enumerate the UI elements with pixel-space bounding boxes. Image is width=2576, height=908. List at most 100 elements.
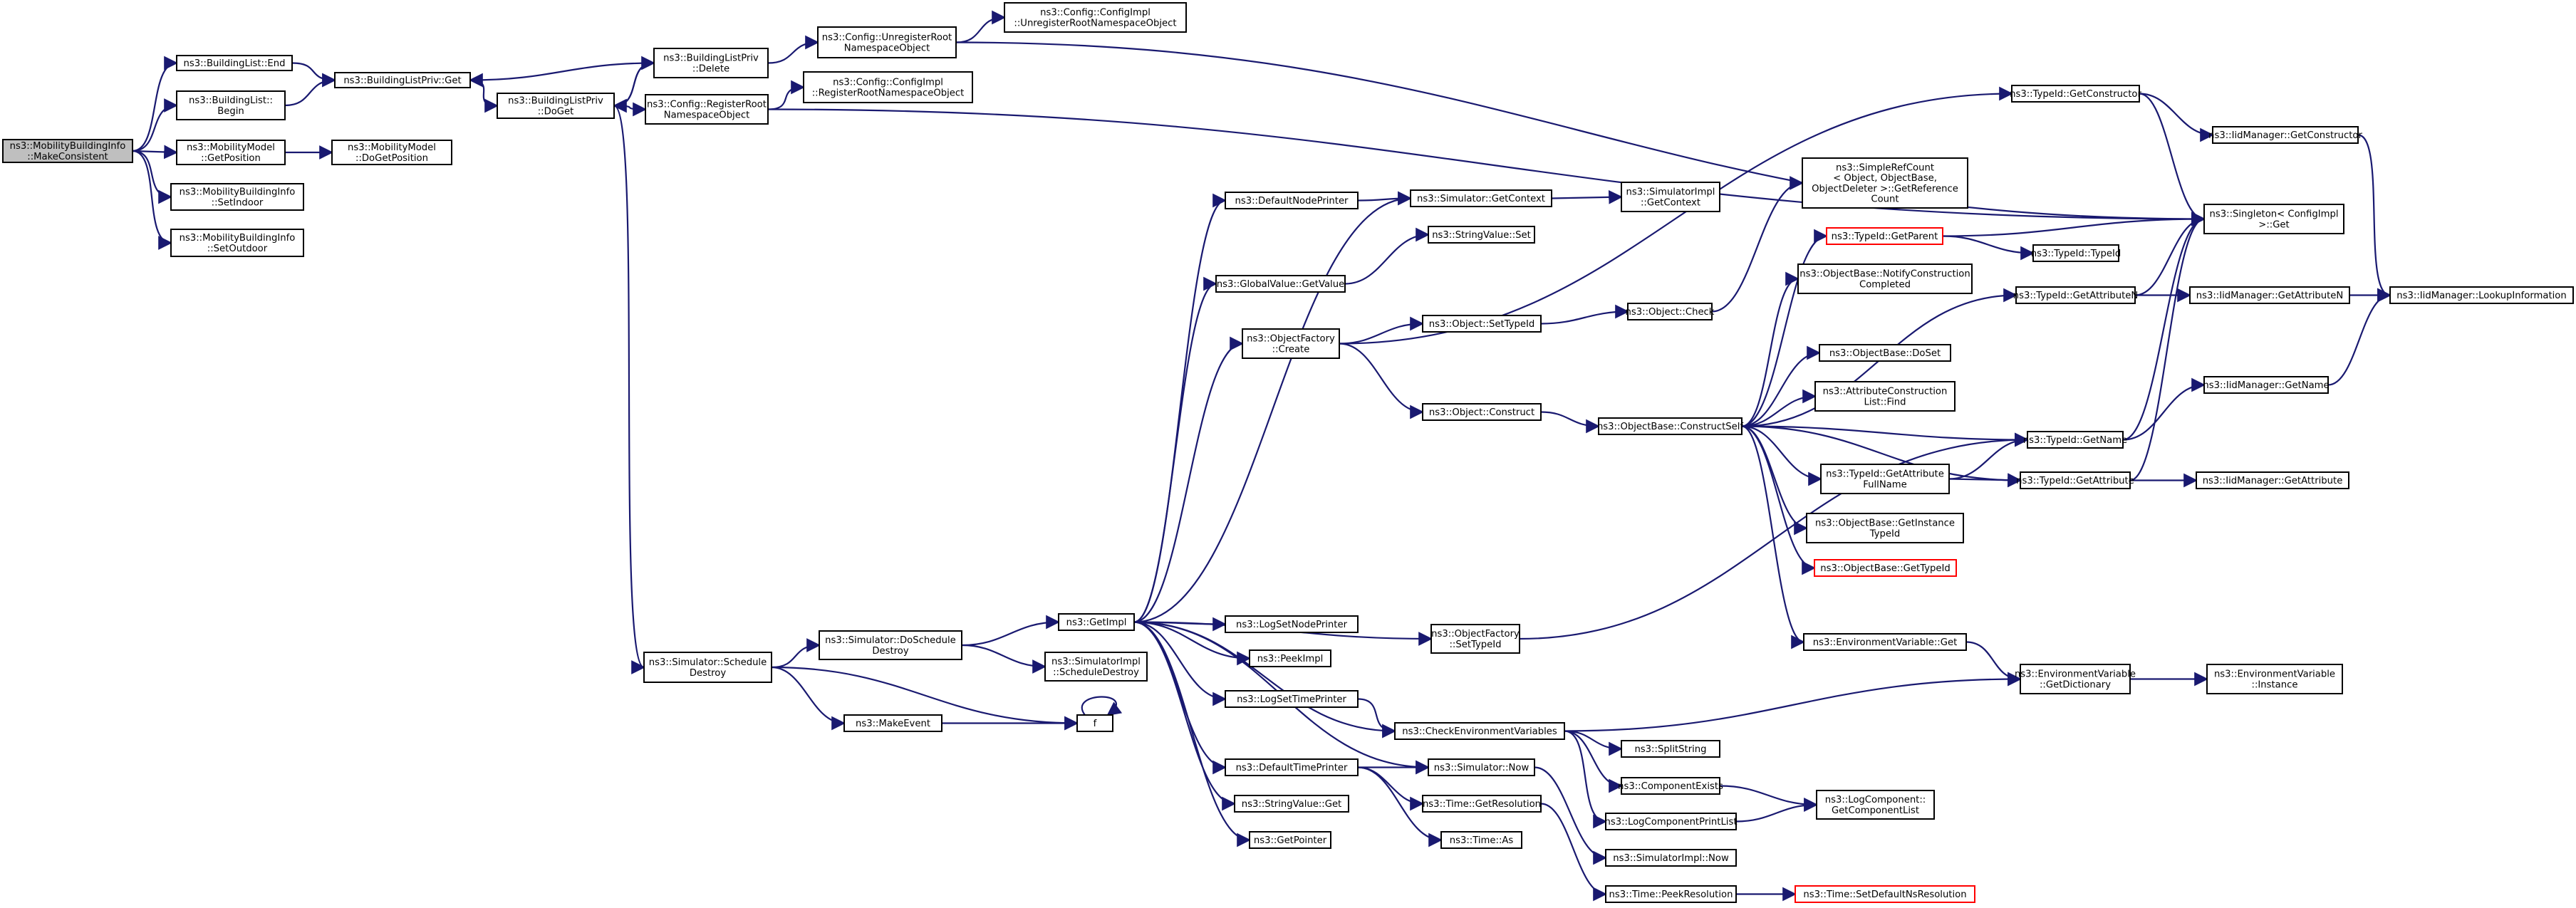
node-iidm-getname[interactable]: ns3::IidManager::GetName [2203, 376, 2330, 394]
node-checkenv[interactable]: ns3::CheckEnvironmentVariables [1394, 722, 1565, 740]
node-iidm-lookup[interactable]: ns3::IidManager::LookupInformation [2389, 286, 2574, 304]
node-envvar-instance[interactable]: ns3::EnvironmentVariable::Instance [2206, 664, 2343, 694]
node-box [1621, 740, 1720, 758]
node-label: ns3::ComponentExists [1618, 781, 1723, 792]
node-mbi-indoor[interactable]: ns3::MobilityBuildingInfo::SetIndoor [170, 183, 304, 211]
node-cfgi-unreg[interactable]: ns3::Config::ConfigImpl::UnregisterRootN… [1004, 2, 1187, 33]
node-objbase-notify[interactable]: ns3::ObjectBase::NotifyConstructionCompl… [1797, 263, 1973, 294]
node-label: ns3::Object::SetTypeId [1429, 319, 1535, 330]
node-mm-getpos[interactable]: ns3::MobilityModel::GetPosition [176, 140, 286, 165]
node-getimpl[interactable]: ns3::GetImpl [1058, 613, 1135, 631]
node-tid-getconstructor[interactable]: ns3::TypeId::GetConstructor [2010, 85, 2141, 103]
edge-sim-schedd-to-f [771, 666, 1079, 731]
node-label: ns3::LogComponent:: [1825, 795, 1926, 805]
node-stringvalue-get[interactable]: ns3::StringValue::Get [1234, 795, 1349, 813]
node-sim-now[interactable]: ns3::Simulator::Now [1428, 758, 1535, 776]
node-logsettimeprinter[interactable]: ns3::LogSetTimePrinter [1225, 690, 1359, 708]
node-label: ns3::GlobalValue::GetValue [1217, 279, 1344, 290]
node-singleton-get[interactable]: ns3::Singleton< ConfigImpl>::Get [2203, 204, 2344, 234]
node-iidm-getattr[interactable]: ns3::IidManager::GetAttribute [2196, 471, 2349, 489]
node-root[interactable]: ns3::MobilityBuildingInfo::MakeConsisten… [2, 139, 133, 163]
node-time-as[interactable]: ns3::Time::As [1440, 831, 1522, 849]
node-objbase-constructself[interactable]: ns3::ObjectBase::ConstructSelf [1597, 417, 1743, 435]
node-objbase-gettid[interactable]: ns3::ObjectBase::GetTypeId [1814, 559, 1957, 577]
node-time-getres[interactable]: ns3::Time::GetResolution [1422, 795, 1542, 813]
node-envvar-get[interactable]: ns3::EnvironmentVariable::Get [1803, 633, 1967, 651]
node-cfg-reg[interactable]: ns3::Config::RegisterRootNamespaceObject [645, 94, 769, 125]
node-time-setdefault[interactable]: ns3::Time::SetDefaultNsResolution [1795, 885, 1975, 903]
edge-sim-schedd-to-makeevent [771, 666, 846, 731]
node-bl-end[interactable]: ns3::BuildingList::End [176, 55, 293, 71]
node-getpointer[interactable]: ns3::GetPointer [1249, 831, 1331, 849]
node-objbase-doset[interactable]: ns3::ObjectBase::DoSet [1819, 344, 1951, 362]
node-mbi-outdoor[interactable]: ns3::MobilityBuildingInfo::SetOutdoor [170, 229, 304, 257]
node-label: ns3::Config::RegisterRoot [647, 100, 767, 110]
node-iidm-getattrn[interactable]: ns3::IidManager::GetAttributeN [2189, 286, 2350, 304]
edge-deftimeprinter-to-time-getres [1357, 766, 1424, 811]
node-box [817, 26, 957, 58]
node-blp-delete[interactable]: ns3::BuildingListPriv::Delete [653, 48, 769, 78]
node-box [2203, 376, 2329, 394]
node-simimpl-schedd[interactable]: ns3::SimulatorImpl::ScheduleDestroy [1044, 652, 1148, 682]
node-globalval[interactable]: ns3::GlobalValue::GetValue [1215, 275, 1346, 293]
node-splitstring[interactable]: ns3::SplitString [1621, 740, 1720, 758]
node-time-peekres[interactable]: ns3::Time::PeekResolution [1605, 885, 1737, 903]
node-box [1627, 303, 1713, 320]
edge-cfg-unreg-to-cfgi-unreg [955, 10, 1006, 43]
node-mm-dogetpos[interactable]: ns3::MobilityModel::DoGetPosition [331, 140, 452, 165]
node-sim-schedd[interactable]: ns3::Simulator::ScheduleDestroy [643, 652, 772, 683]
node-tid-typeid[interactable]: ns3::TypeId::TypeId [2031, 244, 2121, 262]
node-deftimeprinter[interactable]: ns3::DefaultTimePrinter [1225, 758, 1359, 776]
node-cfg-unreg[interactable]: ns3::Config::UnregisterRootNamespaceObje… [817, 26, 957, 58]
node-cfgi-reg[interactable]: ns3::Config::ConfigImpl::RegisterRootNam… [803, 71, 973, 103]
node-tid-getparent[interactable]: ns3::TypeId::GetParent [1826, 227, 1943, 245]
node-object-construct[interactable]: ns3::Object::Construct [1422, 403, 1542, 421]
node-logcompprintlist[interactable]: ns3::LogComponentPrintList [1604, 813, 1738, 830]
node-label: ns3::BuildingListPriv [508, 96, 603, 107]
node-makeevent[interactable]: ns3::MakeEvent [843, 714, 942, 732]
node-tid-getattr[interactable]: ns3::TypeId::GetAttribute [2016, 471, 2134, 489]
node-label: ns3::TypeId::GetName [2023, 435, 2127, 446]
node-simimpl-now[interactable]: ns3::SimulatorImpl::Now [1605, 849, 1737, 867]
node-blp-doget[interactable]: ns3::BuildingListPriv::DoGet [497, 93, 615, 119]
node-envvar-getdict[interactable]: ns3::EnvironmentVariable::GetDictionary [2015, 664, 2136, 694]
node-tid-getname[interactable]: ns3::TypeId::GetName [2023, 431, 2127, 449]
edge-root-to-bl-end [132, 56, 178, 152]
node-logcomp-getlist[interactable]: ns3::LogComponent::GetComponentList [1816, 790, 1935, 820]
node-tid-getattrn[interactable]: ns3::TypeId::GetAttributeN [2013, 286, 2139, 304]
node-box [1430, 624, 1520, 654]
node-object-settid[interactable]: ns3::Object::SetTypeId [1422, 315, 1542, 333]
edge-tid-getattr-to-singleton-get [2129, 212, 2206, 481]
node-objfactory-settid[interactable]: ns3::ObjectFactory::SetTypeId [1430, 624, 1520, 654]
node-box [2203, 204, 2344, 234]
node-logsetnodeprinter[interactable]: ns3::LogSetNodePrinter [1225, 615, 1359, 633]
node-simimpl-getctx[interactable]: ns3::SimulatorImpl::GetContext [1621, 182, 1720, 212]
edge-object-check-to-srefcount [1711, 176, 1804, 313]
node-label: ns3::MobilityModel [187, 142, 275, 153]
node-box [1621, 777, 1720, 795]
node-objfactory-create[interactable]: ns3::ObjectFactory::Create [1242, 328, 1340, 359]
node-box [1819, 344, 1951, 362]
node-f[interactable]: f [1076, 714, 1113, 732]
node-peekimpl[interactable]: ns3::PeekImpl [1249, 649, 1331, 667]
node-blp-get[interactable]: ns3::BuildingListPriv::Get [334, 72, 471, 88]
edge-cfg-reg-to-cfgi-reg [767, 80, 805, 110]
node-label: ns3::Simulator::DoSchedule [825, 635, 956, 646]
node-defnodeprinter[interactable]: ns3::DefaultNodePrinter [1225, 192, 1359, 209]
edge-root-to-mbi-outdoor [132, 150, 172, 250]
node-sim-getcontext[interactable]: ns3::Simulator::GetContext [1410, 189, 1552, 207]
node-label: ns3::Time::GetResolution [1423, 799, 1541, 810]
node-box [819, 630, 962, 660]
node-bl-begin[interactable]: ns3::BuildingList::Begin [176, 90, 286, 120]
node-box [1410, 189, 1552, 207]
node-label: FullName [1863, 479, 1906, 490]
node-stringvalue-set[interactable]: ns3::StringValue::Set [1428, 226, 1535, 244]
node-iidm-getconstructor[interactable]: ns3::IidManager::GetConstructor [2208, 126, 2362, 144]
node-srefcount[interactable]: ns3::SimpleRefCount< Object, ObjectBase,… [1802, 157, 1968, 209]
node-compexists[interactable]: ns3::ComponentExists [1618, 777, 1723, 795]
node-object-check[interactable]: ns3::Object::Check [1626, 303, 1715, 320]
